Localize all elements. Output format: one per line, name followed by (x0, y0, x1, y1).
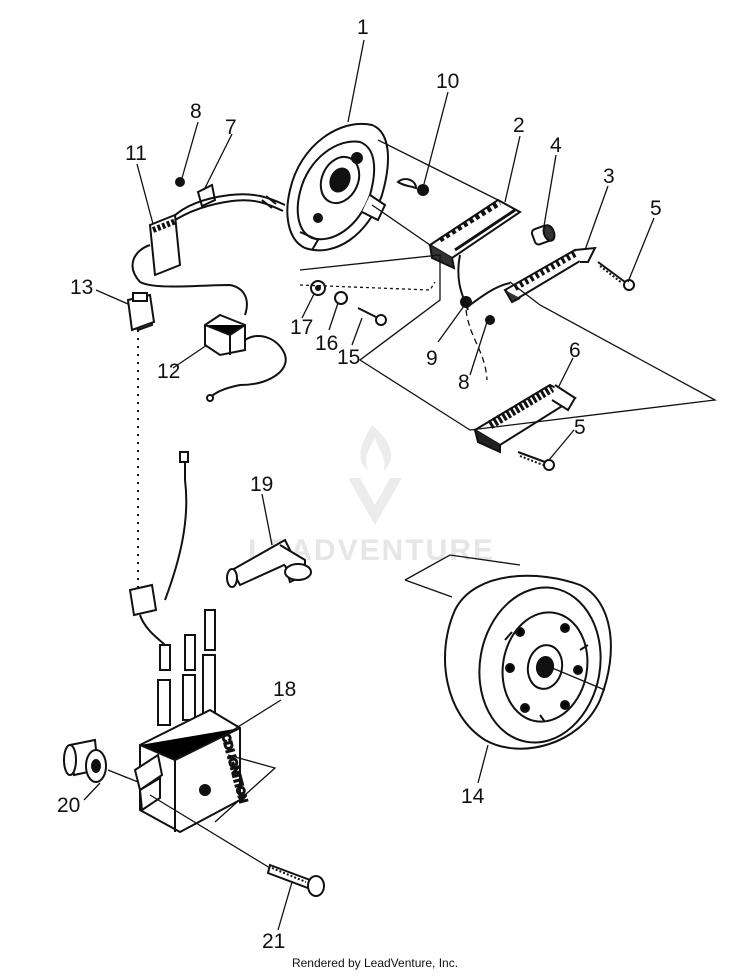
clamp-7 (196, 183, 217, 208)
v-logo (348, 478, 402, 525)
callout-16: 16 (315, 332, 338, 355)
screw-15 (357, 307, 379, 319)
callout-1: 1 (357, 16, 369, 39)
assembly-lines (107, 139, 718, 869)
callout-18: 18 (273, 678, 296, 701)
spacer (530, 224, 556, 246)
callout-8b: 8 (458, 371, 470, 394)
callout-9: 9 (426, 347, 438, 370)
callout-5b: 5 (574, 416, 586, 439)
lighting-coil (428, 198, 522, 270)
callout-2: 2 (513, 114, 525, 137)
callout-14: 14 (461, 785, 485, 808)
pulser-coil (503, 246, 597, 304)
callout-5a: 5 (650, 197, 662, 220)
regulator-12 (204, 313, 287, 402)
exciter-coil (473, 383, 578, 454)
callout-12: 12 (157, 360, 180, 383)
callout-labels: 1 2 3 4 5 5 6 7 8 8 9 10 11 12 13 14 15 … (57, 16, 662, 953)
callout-13: 13 (70, 276, 93, 299)
grommet (63, 738, 107, 783)
callout-leaders (83, 39, 655, 931)
callout-21: 21 (262, 930, 285, 953)
screw-8-upper (175, 177, 185, 187)
callout-6: 6 (569, 339, 581, 362)
callout-15: 15 (337, 346, 360, 369)
cdi-wiring (128, 451, 216, 726)
callout-11: 11 (125, 142, 147, 165)
callout-4: 4 (550, 134, 562, 157)
callout-3: 3 (603, 165, 615, 188)
screw-10 (417, 184, 429, 196)
flywheel (444, 574, 612, 750)
stator-plate (286, 122, 389, 252)
spark-plug-cap (226, 538, 312, 588)
flame-logo (360, 425, 392, 470)
callout-8a: 8 (190, 100, 202, 123)
callout-20: 20 (57, 794, 80, 817)
bolt (266, 863, 325, 897)
callout-7: 7 (225, 116, 237, 139)
lock-washer-16 (334, 291, 348, 305)
connector-13 (126, 292, 156, 595)
footer-credit: Rendered by LeadVenture, Inc. (291, 956, 459, 970)
screw-8-lower (485, 315, 495, 325)
callout-17: 17 (290, 316, 313, 339)
callout-10: 10 (436, 70, 459, 93)
clip-10 (396, 178, 418, 190)
screw-upper (597, 261, 635, 291)
cdi-module: CDI IGNITION (133, 708, 250, 834)
wire-harness (171, 193, 511, 311)
screw-lower (517, 451, 555, 471)
callout-19: 19 (250, 473, 273, 496)
